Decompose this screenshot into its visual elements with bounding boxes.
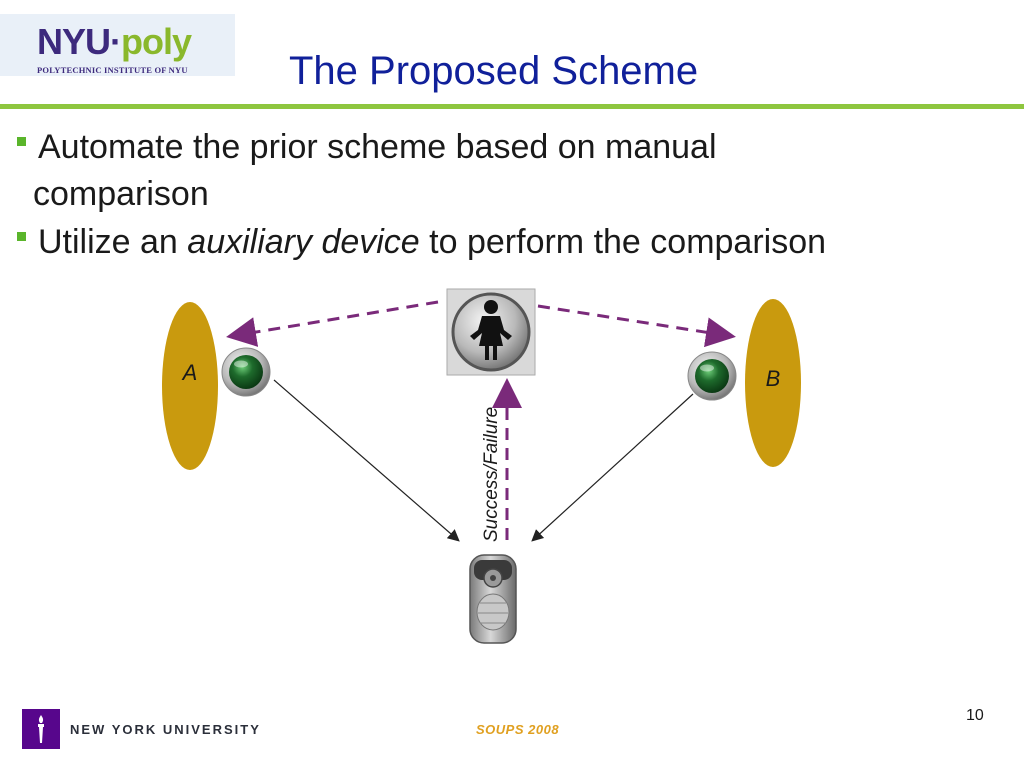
- green-button-a-icon: [221, 347, 271, 397]
- bullet-1: Automate the prior scheme based on manua…: [17, 125, 717, 169]
- green-button-b-icon: [687, 351, 737, 401]
- result-label: Success/Failure: [481, 407, 502, 542]
- user-to-a-arrow: [226, 300, 439, 347]
- logo-wordmark: NYU·poly: [37, 21, 192, 62]
- device-a-label: A: [181, 360, 198, 385]
- logo-dot: ·: [110, 21, 122, 62]
- b-to-device-arrow: [531, 393, 694, 542]
- bullet-1-continuation: comparison: [33, 175, 209, 213]
- device-b-body: [745, 299, 801, 467]
- user-icon: [446, 288, 536, 376]
- nyu-torch-icon: [22, 709, 60, 749]
- bullet-2-text-post: to perform the comparison: [419, 223, 827, 261]
- device-a-body: [162, 302, 218, 470]
- title-divider: [0, 104, 1024, 109]
- device-b: B: [745, 299, 801, 467]
- logo-poly-text: poly: [121, 21, 192, 62]
- logo-subtitle: POLYTECHNIC INSTITUTE OF NYU: [37, 65, 188, 75]
- nyu-footer-logo: NEW YORK UNIVERSITY: [22, 709, 261, 749]
- bullet-1-text: Automate the prior scheme based on manua…: [38, 128, 717, 166]
- bullet-2-emphasis: auxiliary device: [187, 223, 420, 261]
- a-to-device-arrow: [273, 379, 460, 542]
- bullet-square-icon: [17, 136, 26, 146]
- bullet-square-icon: [17, 231, 26, 241]
- device-a: A: [162, 302, 218, 470]
- slide-title: The Proposed Scheme: [289, 49, 699, 93]
- logo-nyu-text: NYU: [37, 21, 111, 62]
- footer-university: NEW YORK UNIVERSITY: [70, 721, 261, 737]
- page-number: 10: [966, 707, 984, 724]
- bullet-2-text-pre: Utilize an: [38, 223, 188, 261]
- user-to-b-arrow: [537, 304, 736, 348]
- bullet-2: Utilize an auxiliary device to perform t…: [17, 220, 826, 264]
- device-b-label: B: [766, 366, 781, 391]
- nyu-poly-logo: NYU·poly POLYTECHNIC INSTITUTE OF NYU: [0, 14, 235, 76]
- conference-label: SOUPS 2008: [476, 722, 560, 737]
- auxiliary-device-icon: [469, 554, 517, 644]
